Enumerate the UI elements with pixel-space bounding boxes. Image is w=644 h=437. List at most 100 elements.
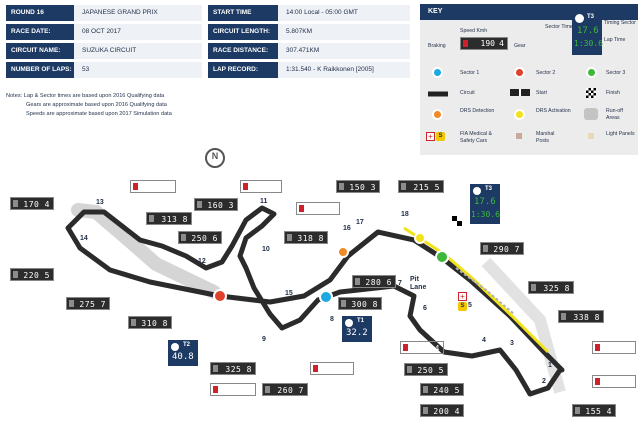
turn-4: 4 [482, 337, 486, 344]
lap-record-label: LAP RECORD: [208, 62, 278, 78]
key-marshal: Marshal Posts [536, 131, 555, 144]
drs-zone [403, 226, 550, 354]
note-line-1: Lap & Sector times are based upon 2016 Q… [23, 93, 165, 99]
speed-box: 195 4 [400, 341, 444, 354]
compass-label: N [211, 151, 219, 161]
turn-10: 10 [262, 246, 270, 253]
notes: Notes: Lap & Sector times are based upon… [6, 92, 172, 119]
sector2-marker [213, 289, 227, 303]
sector1-marker [319, 290, 333, 304]
key-braking-marker [463, 40, 468, 47]
key-braking: Braking [428, 43, 446, 49]
pit-lane [455, 267, 515, 315]
steering-wheel-icon [473, 187, 481, 195]
speed-box: 160 3 [194, 198, 238, 211]
light-panel-icon [588, 133, 594, 139]
key-sector-sample: T3 17.6 1:30.6 [572, 11, 603, 55]
speed-box: 310 8 [128, 316, 172, 329]
speed-box: 250 6 [178, 231, 222, 244]
speed-box: 230 5 [130, 180, 176, 193]
speed-box: 250 6 [310, 362, 354, 375]
round-value: JAPANESE GRAND PRIX [74, 5, 202, 21]
speed-box: 290 7 [480, 242, 524, 255]
key-sector2: Sector 2 [536, 70, 556, 76]
race-date-label: RACE DATE: [6, 24, 74, 40]
key-runoff: Run-off Areas [606, 108, 623, 121]
turn-5: 5 [468, 302, 472, 309]
turn-14: 14 [80, 235, 88, 242]
key-light-panels: Light Panels [606, 131, 635, 137]
speed-box: 215 5 [398, 180, 444, 193]
speed-box: 260 7 [262, 383, 308, 396]
medical-car-marker: + [458, 292, 467, 301]
key-sample-gear: 4 [499, 39, 504, 48]
drs-detection-icon [432, 109, 443, 120]
speed-box: 200 4 [420, 404, 464, 417]
finish-flag-icon [586, 88, 596, 98]
key-sample-sector-time: 17.6 [577, 26, 599, 36]
sector2-icon [514, 67, 525, 78]
speed-box: 250 5 [404, 363, 448, 376]
turn-18: 18 [401, 211, 409, 218]
speed-box: 220 5 [10, 268, 54, 281]
marshal-post-icon [516, 133, 522, 139]
key-start: Start [536, 90, 547, 96]
start-time-value: 14:00 Local - 05:00 GMT [278, 5, 410, 21]
drs-activation-marker [414, 232, 426, 244]
compass-icon: N [205, 148, 225, 168]
speed-box: 325 8 [210, 362, 256, 375]
key-sector1: Sector 1 [460, 70, 480, 76]
key-panel: KEY Speed Kmh Braking Gear 190 4 Sector … [420, 4, 638, 155]
speed-box: 95 3 [240, 180, 282, 193]
key-sample-speed: 190 [480, 39, 495, 48]
laps-label: NUMBER OF LAPS: [6, 62, 74, 78]
circuit-name-label: CIRCUIT NAME: [6, 43, 74, 59]
sector3-marker [435, 250, 449, 264]
speed-box: 318 8 [284, 231, 328, 244]
speed-box: 313 8 [146, 212, 192, 225]
key-gear: Gear [514, 43, 526, 49]
circuit-track [65, 205, 565, 397]
key-fia-medical: FIA Medical & Safety Cars [460, 131, 493, 144]
turn-2: 2 [542, 378, 546, 385]
race-distance-value: 307.471KM [278, 43, 410, 59]
turn-8: 8 [330, 316, 334, 323]
runoff-area [481, 257, 566, 394]
speed-box: 275 7 [66, 297, 110, 310]
speed-box: 150 3 [336, 180, 380, 193]
sector1-icon [432, 67, 443, 78]
speed-box: 100 3 [296, 202, 340, 215]
circuit-legend-icon [428, 91, 448, 97]
sector3-icon [586, 67, 597, 78]
steering-wheel-icon [345, 319, 353, 327]
key-speed-sample: 190 4 [460, 37, 508, 50]
turn-13: 13 [96, 199, 104, 206]
circuit-length-label: CIRCUIT LENGTH: [208, 24, 278, 40]
turn-1: 1 [548, 362, 552, 369]
turn-15: 15 [285, 290, 293, 297]
speed-box: 190 4 [592, 375, 636, 388]
race-distance-label: RACE DISTANCE: [208, 43, 278, 59]
turn-7: 7 [398, 280, 402, 287]
speed-box: 170 4 [10, 197, 54, 210]
runoff-icon [584, 108, 598, 120]
notes-prefix: Notes: [6, 93, 23, 99]
speed-box: 155 4 [572, 404, 616, 417]
speed-box: 300 8 [338, 297, 382, 310]
key-circuit: Circuit [460, 90, 475, 96]
turn-3: 3 [510, 340, 514, 347]
circuit-length-value: 5.807KM [278, 24, 410, 40]
speed-box: 240 5 [420, 383, 464, 396]
medical-car-icon: + S [426, 132, 446, 142]
note-line-2: Gears are approximate based upon 2016 Qu… [26, 102, 167, 108]
drs-detection-marker [337, 246, 349, 258]
turn-12: 12 [198, 258, 206, 265]
speed-box: 280 6 [352, 275, 396, 288]
key-lap-time: Lap Time [604, 37, 626, 43]
sector-1-box: T1 32.2 [342, 316, 372, 342]
safety-car-marker: S [458, 302, 467, 311]
pit-lane-label: Pit Lane [410, 276, 427, 291]
speed-box: 338 8 [558, 310, 604, 323]
round-label: ROUND 16 [6, 5, 74, 21]
circuit-name-value: SUZUKA CIRCUIT [74, 43, 202, 59]
